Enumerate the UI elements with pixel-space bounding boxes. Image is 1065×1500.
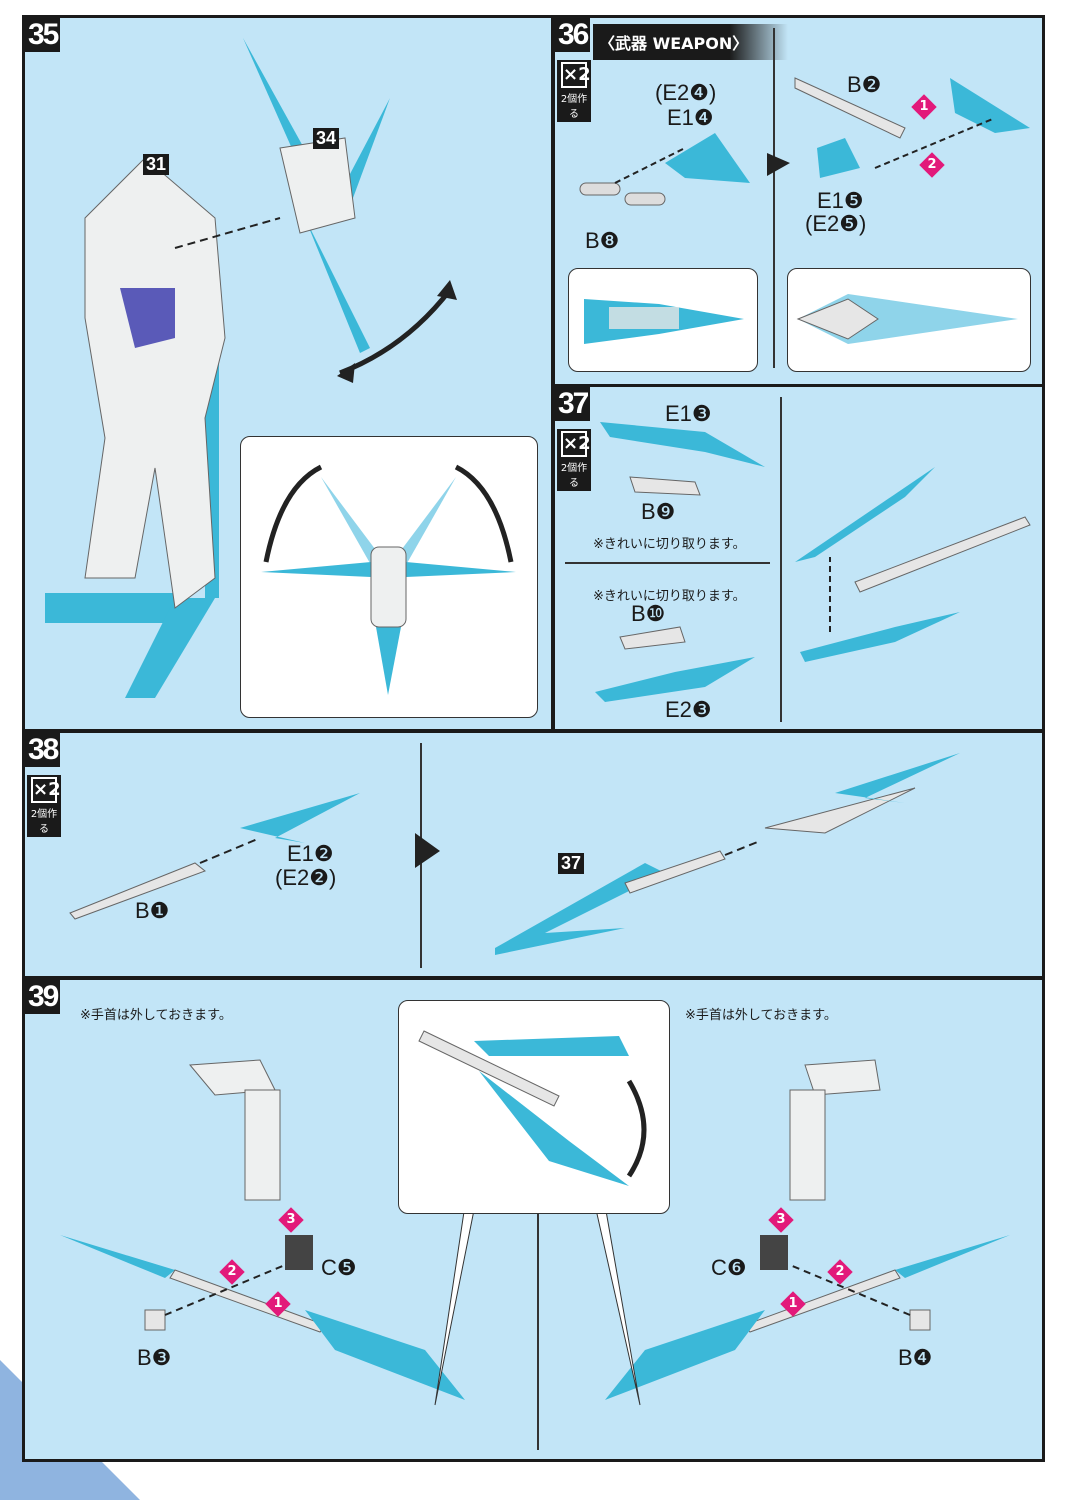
step-number: 37 [555,387,591,421]
part-label: B❶ [135,898,170,923]
multiplier: ×2 [31,777,61,803]
wing-motion-inset [240,436,538,718]
spear-assembly-diagram [69,753,960,955]
ref-31: 31 [143,154,170,175]
part-label: (E2❺) [805,211,867,236]
blade-assembly-diagram [595,422,1031,702]
step-35-panel: 35 31 34 [22,15,554,732]
step-marker: 2 [919,152,945,178]
part-label: E1❸ [665,401,712,426]
step-marker: 2 [219,1259,245,1285]
step-marker: 3 [278,1207,304,1233]
robot-illustration [45,38,457,698]
multiplier-badge: ×2 2個作る [557,429,591,491]
step-number: 39 [25,980,61,1014]
divider [773,28,775,368]
part-label: B❿ [631,601,666,626]
multiplier-note: 2個作る [30,809,58,835]
step-36-panel: 36 〈武器 WEAPON〉 ×2 2個作る (E2❹) E1❹ B❽ B❷ E1… [552,15,1045,387]
part-label: B❸ [137,1345,172,1370]
step-38-panel: 38 ×2 2個作る E1❷ (E2❷) B❶ 37 [22,730,1045,979]
part-label: C❺ [321,1255,357,1280]
step-number: 35 [25,18,61,52]
detail-inset-left [568,268,758,372]
part-label: E2❸ [665,697,712,722]
step-title: 〈武器 WEAPON〉 [593,24,789,60]
step-number: 36 [555,18,591,52]
step-marker: 1 [780,1291,806,1317]
part-label: B❹ [898,1345,933,1370]
part-label: E1❹ [667,105,714,130]
part-label: (E2❷) [275,865,337,890]
step-37-panel: 37 ×2 2個作る E1❸ B❾ ※きれいに切り取ります。 ※きれいに切り取りま… [552,384,1045,732]
step-number: 38 [25,733,61,767]
ref-37: 37 [558,853,585,874]
grip-rotation-inset [398,1000,670,1214]
multiplier: ×2 [561,62,591,88]
part-label: B❽ [585,228,620,253]
step-39-panel: 39 ※手首は外しておきます。 ※手首は外しておきます。 [22,977,1045,1462]
part-label: E1❺ [817,188,864,213]
multiplier: ×2 [561,431,591,457]
step-marker: 3 [768,1207,794,1233]
wrist-note-left: ※手首は外しておきます。 [80,1008,232,1023]
multiplier-badge: ×2 2個作る [27,775,61,837]
cut-note: ※きれいに切り取ります。 [593,537,746,552]
cut-note: ※きれいに切り取ります。 [593,589,746,604]
part-label: E1❷ [287,841,334,866]
part-label: B❾ [641,499,676,524]
wrist-note-right: ※手首は外しておきます。 [685,1008,837,1023]
divider [780,397,782,722]
part-label: B❷ [847,72,882,97]
step-marker: 1 [265,1291,291,1317]
weapon-parts-diagram [579,77,1030,206]
part-label: C❻ [711,1255,747,1280]
step-marker: 2 [827,1259,853,1285]
multiplier-note: 2個作る [560,94,588,120]
ref-34: 34 [313,128,340,149]
part-label: (E2❹) [655,80,717,105]
divider [565,562,770,564]
divider [537,1210,539,1450]
multiplier-note: 2個作る [560,463,588,489]
multiplier-badge: ×2 2個作る [557,60,591,122]
detail-inset-right [787,268,1031,372]
step-marker: 1 [911,94,937,120]
